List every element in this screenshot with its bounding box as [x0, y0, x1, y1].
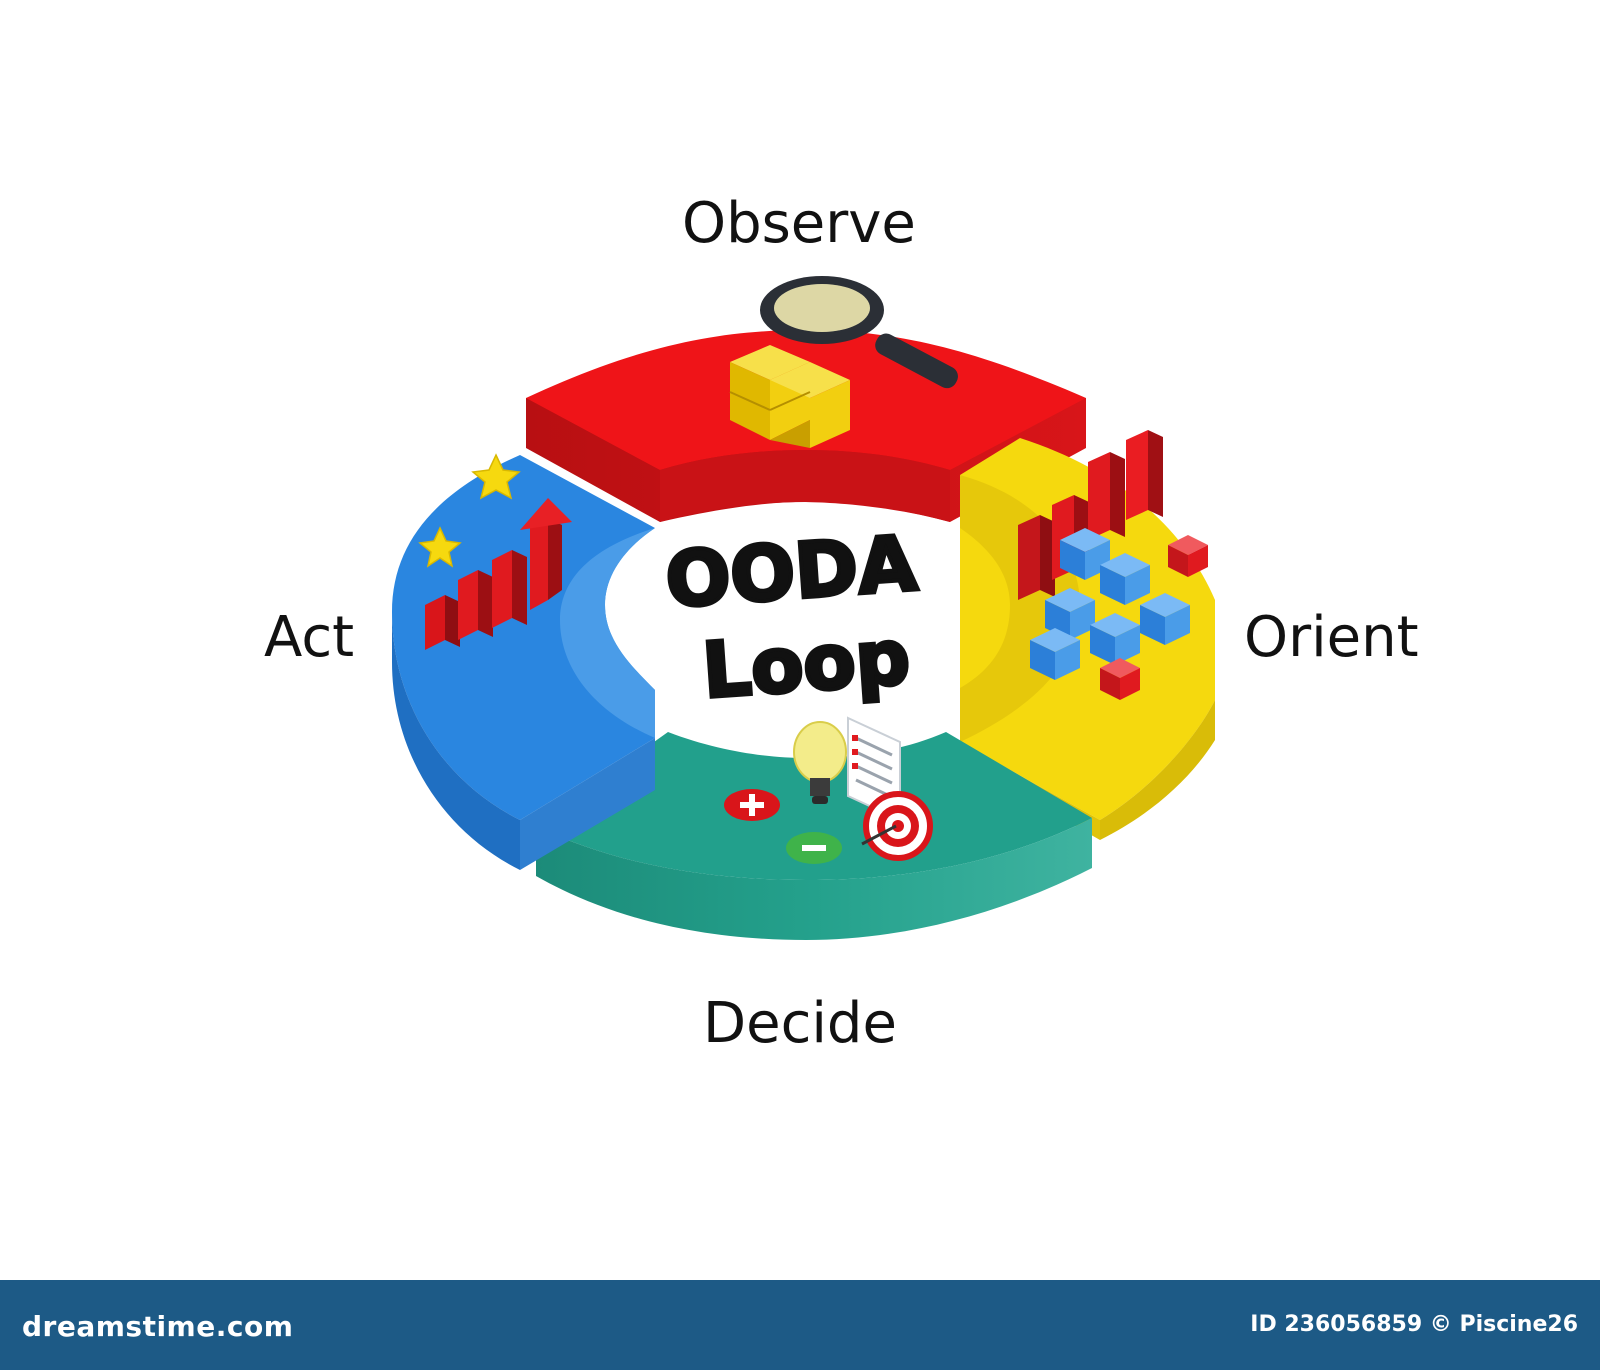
label-act: Act	[264, 605, 355, 670]
label-decide: Decide	[703, 991, 897, 1056]
segment-decide	[536, 732, 1092, 940]
bar-chart-icon	[1018, 430, 1163, 600]
growth-chart-icon	[425, 498, 572, 650]
blue-cubes-icon	[1030, 528, 1208, 700]
watermark-site: dreamstime.com	[22, 1310, 294, 1343]
minus-icon	[786, 832, 842, 864]
label-orient: Orient	[1244, 605, 1419, 670]
gold-cubes-icon	[729, 345, 850, 448]
title-line-1: OODA	[663, 518, 920, 624]
label-observe: Observe	[682, 191, 916, 256]
segment-act	[392, 455, 655, 870]
up-arrow-icon	[520, 498, 572, 610]
watermark-bar: dreamstime.com ID 236056859 © Piscine26	[0, 1280, 1600, 1370]
lightbulb-icon	[793, 721, 847, 804]
ooda-diagram: OODA Loop	[392, 276, 1215, 940]
magnifier-icon	[760, 276, 958, 389]
target-icon	[861, 791, 933, 861]
plus-icon	[724, 789, 780, 821]
watermark-credit: ID 236056859 © Piscine26	[1250, 1312, 1578, 1337]
center-title: OODA Loop	[661, 516, 922, 717]
star-icon	[418, 453, 521, 568]
title-line-2: Loop	[700, 612, 913, 715]
